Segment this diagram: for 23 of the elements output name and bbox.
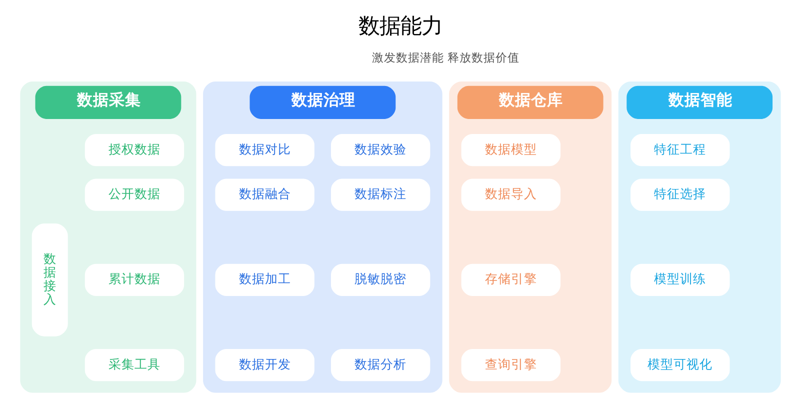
node-box: 数据加工 — [214, 264, 314, 296]
node-box: 数据模型 — [460, 134, 560, 166]
node-box: 数据开发 — [214, 348, 314, 382]
diagram-title: 数据能力 — [358, 14, 442, 39]
node-box: 采集工具 — [84, 348, 184, 382]
node-box: 累计数据 — [84, 264, 184, 296]
label: 激发数据潜能 释放数据价值 — [371, 50, 520, 65]
node-box: 数据接入 — [31, 224, 68, 336]
node-box: 数据对比 — [214, 134, 314, 166]
node-box: 数据导入 — [460, 178, 560, 211]
node-box: 模型训练 — [630, 264, 730, 296]
node-box: 数据效验 — [330, 134, 430, 166]
node-box: 授权数据 — [84, 134, 184, 166]
node-box: 数据融合 — [214, 178, 314, 211]
node-box: 特征工程 — [630, 134, 730, 166]
node-box: 脱敏脱密 — [330, 264, 430, 296]
node-box: 模型可视化 — [630, 348, 730, 382]
node-box: 查询引擎 — [460, 348, 560, 382]
node-box: 数据分析 — [330, 348, 430, 382]
node-box: 存储引擎 — [460, 264, 560, 296]
node-box: 特征选择 — [630, 178, 730, 211]
node-box: 公开数据 — [84, 178, 184, 211]
node-box: 数据标注 — [330, 178, 430, 211]
